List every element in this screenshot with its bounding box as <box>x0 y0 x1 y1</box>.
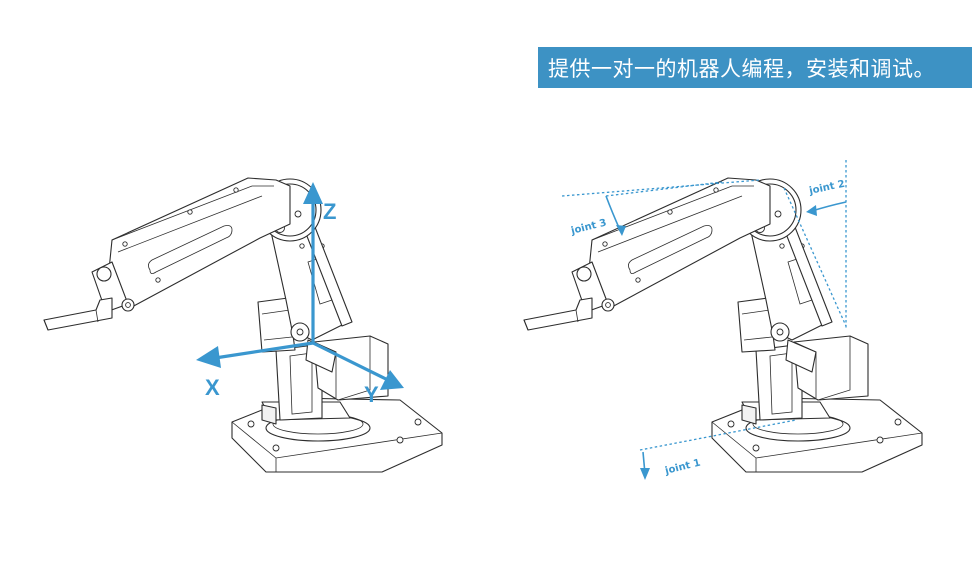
banner-text: 提供一对一的机器人编程，安装和调试。 <box>548 56 935 81</box>
joint1-label: joint 1 <box>663 458 702 478</box>
joint3-arc <box>605 195 621 231</box>
joint3-label: joint 3 <box>569 218 608 238</box>
joint-annotations: joint 2 joint 3 joint 1 <box>561 160 847 480</box>
coordinate-axes: Z X Y <box>196 182 404 407</box>
x-axis-label: X <box>205 375 220 400</box>
x-axis-arrow <box>196 346 221 368</box>
joint2-label: joint 2 <box>807 179 846 197</box>
z-axis-label: Z <box>323 199 336 224</box>
y-axis-line <box>312 341 389 382</box>
info-banner: 提供一对一的机器人编程，安装和调试。 <box>538 47 972 88</box>
y-axis-label: Y <box>364 382 379 407</box>
x-axis-line <box>214 341 314 360</box>
robot-arm-left <box>43 177 443 473</box>
y-axis-arrow <box>380 370 404 390</box>
joint2-arc <box>811 201 847 212</box>
z-axis-arrow <box>303 182 323 204</box>
